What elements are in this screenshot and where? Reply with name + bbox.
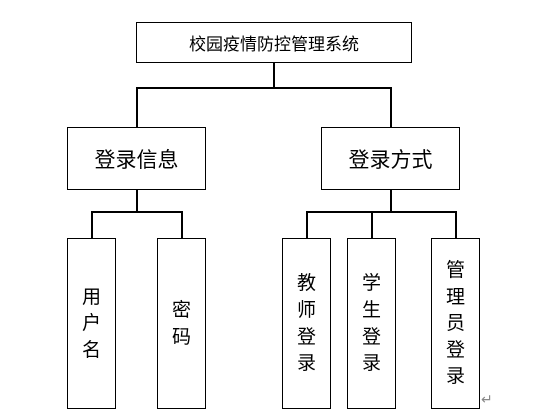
vertical-char: 师 [296,298,316,321]
vertical-char: 录 [361,352,381,375]
group1-down-connector [136,190,138,212]
vertical-char: 户 [81,312,101,335]
group1-bus-connector [91,211,183,213]
group2-down-connector [390,190,392,212]
vertical-char: 用 [81,285,101,308]
paragraph-mark-icon: ↵ [481,392,493,408]
group-login-method-label: 登录方式 [348,147,433,172]
group-login-info-node: 登录信息 [67,127,206,190]
group-login-info-label: 登录信息 [94,147,179,172]
group-login-method-node: 登录方式 [321,127,460,190]
leaf-password-up-connector [181,211,183,238]
vertical-char: 生 [361,298,381,321]
vertical-char: 登 [296,325,316,348]
leaf-username-node: 用户名 [67,238,116,409]
level2-bus-connector [136,87,391,89]
leaf-username-label: 用户名 [82,284,101,364]
group2-bus-connector [306,211,457,213]
root-node: 校园疫情防控管理系统 [136,22,412,63]
vertical-char: 登 [445,338,465,361]
vertical-char: 登 [361,325,381,348]
leaf-password-label: 密码 [172,297,191,350]
leaf-username-up-connector [91,211,93,238]
group1-up-connector [136,87,138,127]
leaf-student-up-connector [371,211,373,238]
leaf-teacher-up-connector [306,211,308,238]
vertical-char: 录 [445,365,465,388]
root-node-label: 校园疫情防控管理系统 [189,35,359,55]
vertical-char: 录 [296,352,316,375]
vertical-char: 密 [171,298,191,321]
group2-up-connector [390,87,392,127]
leaf-teacher-login-node: 教师登录 [282,238,331,409]
leaf-student-login-node: 学生登录 [347,238,396,409]
leaf-admin-up-connector [455,211,457,238]
vertical-char: 名 [81,338,101,361]
vertical-char: 学 [361,272,381,295]
vertical-char: 管 [445,259,465,282]
root-down-connector [273,63,275,88]
vertical-char: 理 [445,285,465,308]
vertical-char: 员 [445,312,465,335]
leaf-admin-login-label: 管理员登录 [446,257,465,390]
leaf-student-login-label: 学生登录 [362,270,381,376]
vertical-char: 码 [171,325,191,348]
vertical-char: 教 [296,272,316,295]
leaf-password-node: 密码 [157,238,206,409]
leaf-admin-login-node: 管理员登录 [431,238,480,409]
leaf-teacher-login-label: 教师登录 [297,270,316,376]
